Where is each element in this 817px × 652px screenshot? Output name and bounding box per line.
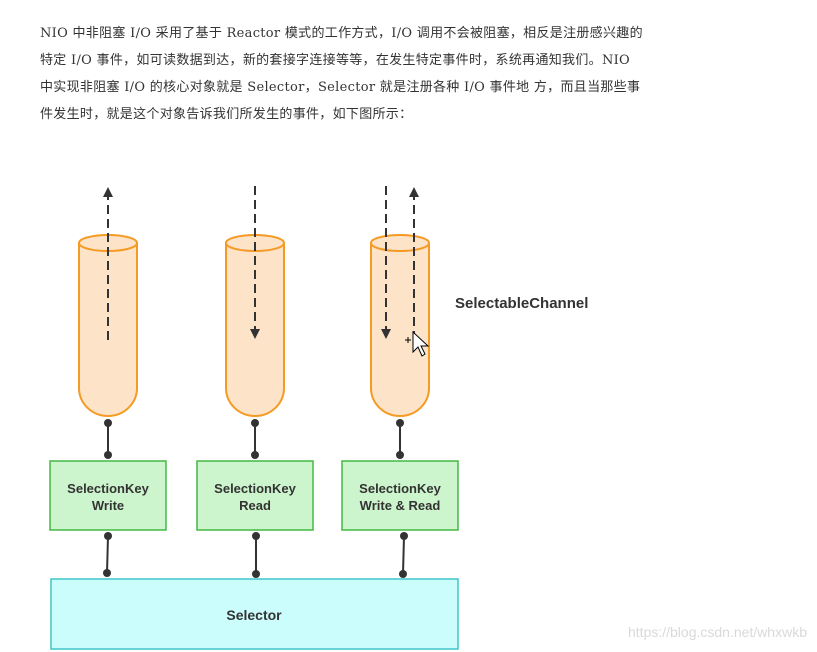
key-event: Read: [239, 498, 271, 513]
selection-key-write-read: SelectionKey Write & Read: [341, 460, 459, 531]
channel-write: [78, 187, 138, 459]
connector-dot: [400, 532, 408, 540]
connector-dot: [251, 419, 259, 427]
connector-dot: [399, 570, 407, 578]
channel-label: SelectableChannel: [455, 295, 588, 312]
selection-key-write: SelectionKey Write: [49, 460, 167, 531]
key-event: Write: [92, 498, 124, 513]
channel-write-read: [370, 186, 430, 459]
key-title: SelectionKey: [359, 481, 441, 496]
connector-dot: [252, 532, 260, 540]
selection-key-read: SelectionKey Read: [196, 460, 314, 531]
key-title: SelectionKey: [214, 481, 296, 496]
paragraph-line: 特定 I/O 事件，如可读数据到达，新的套接字连接等等，在发生特定事件时，系统再…: [40, 53, 631, 68]
key-selector-connectors: [103, 532, 408, 578]
channel-read: [225, 186, 285, 459]
paragraph-line: 件发生时，就是这个对象告诉我们所发生的事件，如下图所示：: [40, 107, 413, 122]
watermark: https://blog.csdn.net/whxwkb: [628, 624, 807, 640]
connector-dot: [104, 419, 112, 427]
channel-tube: [370, 243, 430, 417]
connector-dot: [104, 451, 112, 459]
channel-tube: [78, 243, 138, 417]
key-event: Write & Read: [360, 498, 441, 513]
paragraph-line: 中实现非阻塞 I/O 的核心对象就是 Selector，Selector 就是注…: [40, 80, 641, 95]
key-title: SelectionKey: [67, 481, 149, 496]
selector-label: Selector: [226, 607, 282, 623]
move-cursor-icon: [405, 330, 430, 357]
paragraph-line: NIO 中非阻塞 I/O 采用了基于 Reactor 模式的工作方式，I/O 调…: [40, 26, 643, 41]
connector-dot: [103, 569, 111, 577]
connector-dot: [396, 451, 404, 459]
connector-dot: [251, 451, 259, 459]
intro-paragraph: NIO 中非阻塞 I/O 采用了基于 Reactor 模式的工作方式，I/O 调…: [40, 20, 770, 128]
channel-tube-top: [370, 234, 430, 252]
selector-box: Selector: [50, 578, 459, 650]
connector-dot: [104, 532, 112, 540]
connector-dot: [252, 570, 260, 578]
connector-dot: [396, 419, 404, 427]
